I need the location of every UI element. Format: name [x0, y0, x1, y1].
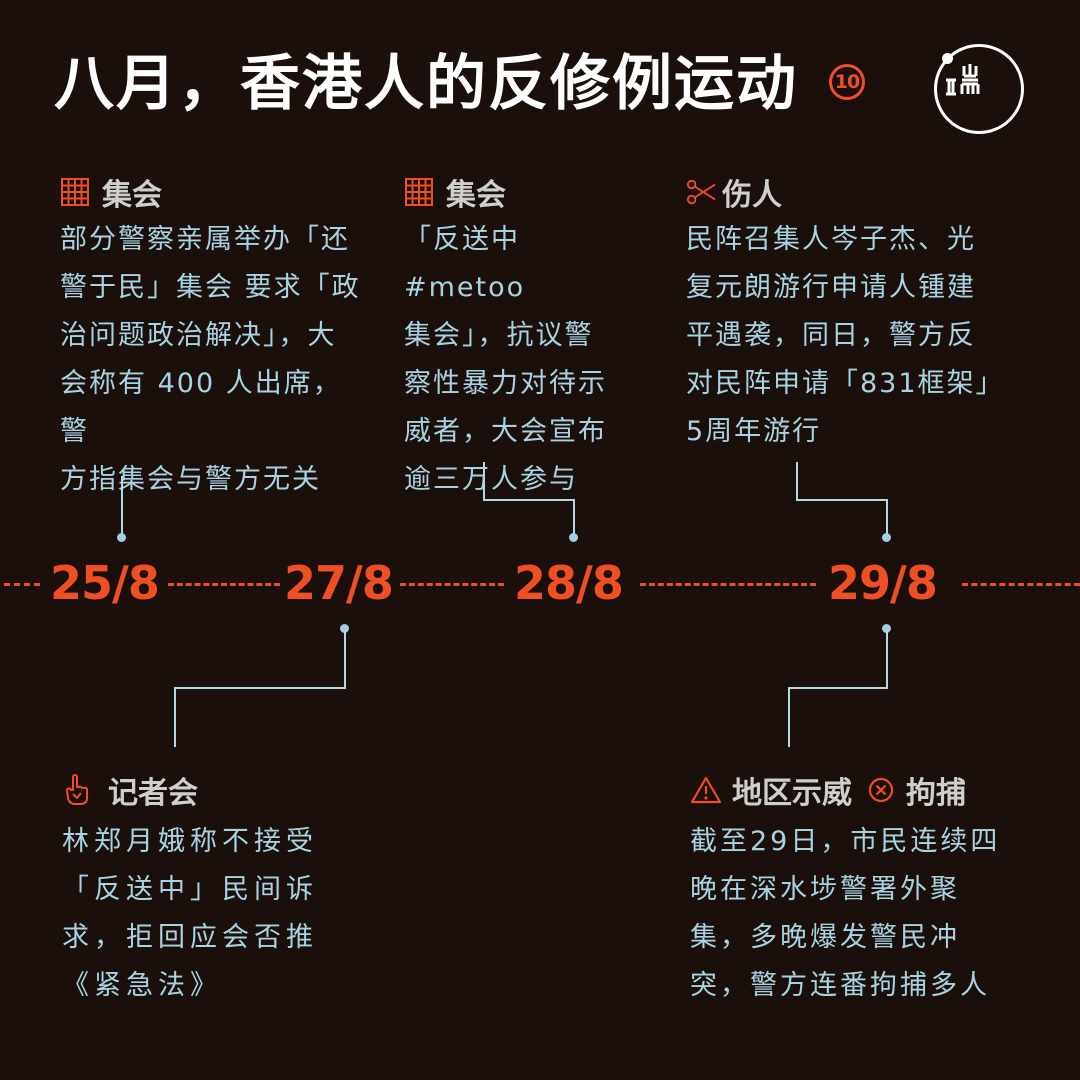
event-description: 民阵召集人岑子杰、光 复元朗游行申请人锺建 平遇袭，同日，警方反 对民阵申请「8…: [686, 216, 1006, 456]
connector-28-8-h: [483, 499, 575, 501]
category-label: 拘捕: [906, 776, 966, 811]
text-line: 方指集会与警方无关: [60, 464, 321, 495]
category-label: 集会: [446, 178, 506, 213]
connector-28-8-v1: [483, 462, 485, 500]
timeline-dash: [400, 583, 504, 586]
text-line: 对民阵申请「831框架」: [686, 368, 1005, 399]
event-description: 部分警察亲属举办「还 警于民」集会 要求「政 治问题政治解决」，大 会称有 40…: [60, 216, 370, 504]
warning-icon: [690, 775, 722, 805]
event-category: 集会: [404, 170, 634, 214]
part-number-badge: 10: [829, 64, 865, 100]
grid-icon: [60, 177, 90, 207]
event-27-8: 记者会 林郑月娥称不接受 「反送中」民间诉 求，拒回应会否推 《紧急法》: [62, 768, 352, 1010]
connector-dot: [340, 624, 349, 633]
text-line: 威者，大会宣布: [404, 416, 607, 447]
event-category: 地区示威 拘捕: [690, 768, 1010, 812]
event-description: 「反送中#metoo 集会」，抗议警 察性暴力对待示 威者，大会宣布 逾三万人参…: [404, 216, 634, 504]
timeline-dash: [4, 583, 40, 586]
text-line: 晚在深水埗警署外聚: [690, 874, 960, 905]
date-25-8: 25/8: [50, 556, 160, 610]
connector-25-8: [121, 476, 123, 536]
category-label: 记者会: [108, 776, 198, 811]
logo-circle: [934, 44, 1024, 134]
text-line: 平遇袭，同日，警方反: [686, 320, 976, 351]
text-line: 5周年游行: [686, 416, 822, 447]
event-category: 记者会: [62, 768, 352, 812]
text-line: 林郑月娥称不接受: [62, 826, 318, 857]
event-29-8-bottom: 地区示威 拘捕 截至29日，市民连续四 晚在深水埗警署外聚 集，多晚爆发警民冲 …: [690, 768, 1010, 1010]
category-label: 地区示威: [732, 776, 852, 811]
connector-27-8-v2: [174, 687, 176, 747]
text-line: 突，警方连番拘捕多人: [690, 970, 990, 1001]
event-25-8: 集会 部分警察亲属举办「还 警于民」集会 要求「政 治问题政治解决」，大 会称有…: [60, 170, 370, 504]
text-line: 《紧急法》: [62, 970, 222, 1001]
connector-dot: [882, 624, 891, 633]
date-27-8: 27/8: [284, 556, 394, 610]
text-line: 民阵召集人岑子杰、光: [686, 224, 976, 255]
event-description: 截至29日，市民连续四 晚在深水埗警署外聚 集，多晚爆发警民冲 突，警方连番拘捕…: [690, 818, 1010, 1010]
pointing-hand-icon: [62, 774, 92, 805]
connector-29-8-top-h: [796, 499, 888, 501]
timeline-dash: [168, 583, 280, 586]
logo-mark: [942, 62, 986, 102]
event-category: 伤人: [686, 170, 1006, 214]
scissors-icon: [686, 177, 716, 207]
text-line: 复元朗游行申请人锺建: [686, 272, 976, 303]
text-line: 逾三万人参与: [404, 464, 578, 495]
text-line: 治问题政治解决」，大: [60, 320, 337, 351]
connector-dot: [569, 533, 578, 542]
text-line: 「反送中#metoo: [404, 224, 526, 303]
timeline-dash: [962, 583, 1080, 586]
date-28-8: 28/8: [514, 556, 624, 610]
connector-29-8-top-v2: [886, 499, 888, 535]
text-line: 「反送中」民间诉: [62, 874, 318, 905]
connector-dot: [117, 533, 126, 542]
connector-29-8-top-v1: [796, 462, 798, 500]
category-label: 集会: [102, 178, 162, 213]
event-28-8: 集会 「反送中#metoo 集会」，抗议警 察性暴力对待示 威者，大会宣布 逾三…: [404, 170, 634, 504]
text-line: 察性暴力对待示: [404, 368, 607, 399]
connector-28-8-v2: [573, 499, 575, 535]
event-description: 林郑月娥称不接受 「反送中」民间诉 求，拒回应会否推 《紧急法》: [62, 818, 352, 1010]
logo-glyph-icon: [946, 64, 980, 96]
connector-29-8-bottom-h: [788, 687, 888, 689]
event-category: 集会: [60, 170, 370, 214]
text-line: 截至29日，市民连续四: [690, 826, 1001, 857]
text-line: 会称有 400 人出席，警: [60, 368, 342, 447]
grid-icon: [404, 177, 434, 207]
category-label: 伤人: [722, 178, 782, 213]
event-29-8-top: 伤人 民阵召集人岑子杰、光 复元朗游行申请人锺建 平遇袭，同日，警方反 对民阵申…: [686, 170, 1006, 456]
x-circle-icon: [866, 775, 896, 805]
connector-29-8-bottom-v2: [788, 687, 790, 747]
connector-27-8-h: [174, 687, 346, 689]
text-line: 集，多晚爆发警民冲: [690, 922, 960, 953]
connector-27-8-v1: [344, 630, 346, 688]
connector-dot: [882, 533, 891, 542]
text-line: 警于民」集会 要求「政: [60, 272, 361, 303]
date-29-8: 29/8: [828, 556, 938, 610]
text-line: 部分警察亲属举办「还: [60, 224, 350, 255]
page-title: 八月，香港人的反修例运动: [54, 49, 798, 119]
connector-29-8-bottom-v1: [886, 630, 888, 688]
timeline-dash: [640, 583, 816, 586]
logo-dot: [942, 53, 953, 64]
text-line: 求，拒回应会否推: [62, 922, 318, 953]
text-line: 集会」，抗议警: [404, 320, 594, 351]
